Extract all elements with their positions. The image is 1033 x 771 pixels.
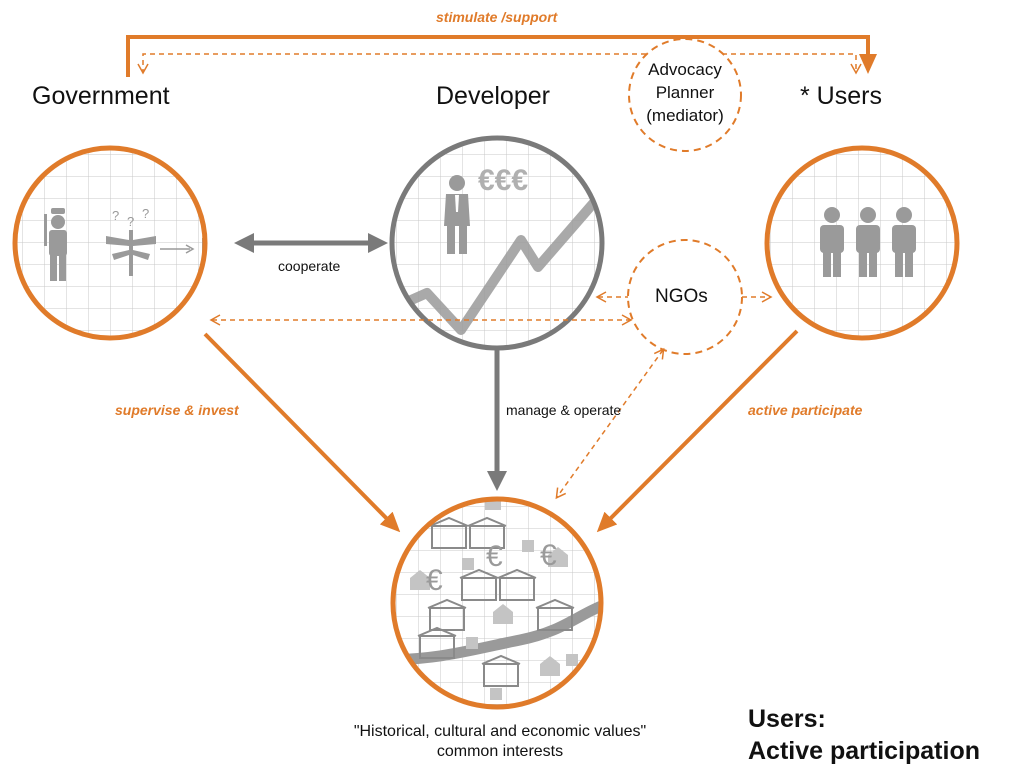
government-icons: ? ? ? [44, 206, 205, 281]
small-houses [410, 499, 578, 700]
house-icon [417, 516, 575, 687]
businessman-icon [444, 175, 470, 254]
euro-icon: € [486, 540, 503, 573]
government-title: Government [32, 82, 170, 110]
supervise-invest-label: supervise & invest [115, 402, 239, 418]
common-interests-label: "Historical, cultural and economic value… [300, 722, 700, 762]
euro-icon: € [426, 564, 443, 597]
dashed-ngo-common-arrow [555, 347, 665, 500]
person-icon [820, 207, 844, 277]
users-summary-line-2: Active participation [748, 737, 980, 765]
participate-arrow [596, 329, 799, 533]
active-participate-label: active participate [748, 402, 863, 418]
person-icon [892, 207, 916, 277]
question-mark-3: ? [142, 206, 149, 221]
advocacy-line-2: Planner [655, 83, 715, 102]
stimulate-support-label: stimulate /support [436, 9, 558, 25]
common-interests-line-2: common interests [436, 743, 564, 760]
question-mark-1: ? [112, 208, 119, 223]
rising-graph-icon [395, 179, 602, 335]
police-officer-icon [44, 208, 67, 281]
common-interests-circle: € € € [390, 496, 604, 710]
manage-operate-label: manage & operate [506, 402, 622, 418]
stimulate-dashed-arrow-left [137, 53, 497, 75]
advocacy-line-1: Advocacy [648, 60, 722, 79]
person-icon [856, 207, 880, 277]
advocacy-planner-label: Advocacy Planner (mediator) [629, 58, 741, 127]
common-interests-line-1: "Historical, cultural and economic value… [353, 723, 647, 740]
question-mark-2: ? [127, 214, 134, 229]
signpost-icon [106, 230, 156, 276]
government-circle: ? ? ? [12, 145, 208, 341]
users-people-icon [820, 207, 916, 277]
advocacy-line-3: (mediator) [646, 106, 724, 125]
euro-icon: € [540, 539, 557, 572]
cooperate-label: cooperate [278, 258, 341, 274]
users-circle [764, 145, 960, 341]
users-summary: Users: Active participation [748, 703, 980, 767]
advocacy-planner-circle [628, 38, 742, 152]
supervise-arrow [203, 332, 401, 533]
users-title: * Users [800, 82, 882, 110]
developer-title: Developer [436, 82, 550, 110]
stimulate-arrow [126, 35, 877, 77]
ngos-label: NGOs [655, 286, 708, 307]
common-interests-icons: € € € [393, 499, 601, 700]
users-summary-line-1: Users: [748, 705, 826, 733]
developer-circle: €€€ [389, 135, 605, 351]
developer-currency-label: €€€ [478, 164, 528, 197]
arrow-icon [160, 244, 195, 254]
stimulate-dashed-arrow-right [497, 53, 862, 75]
